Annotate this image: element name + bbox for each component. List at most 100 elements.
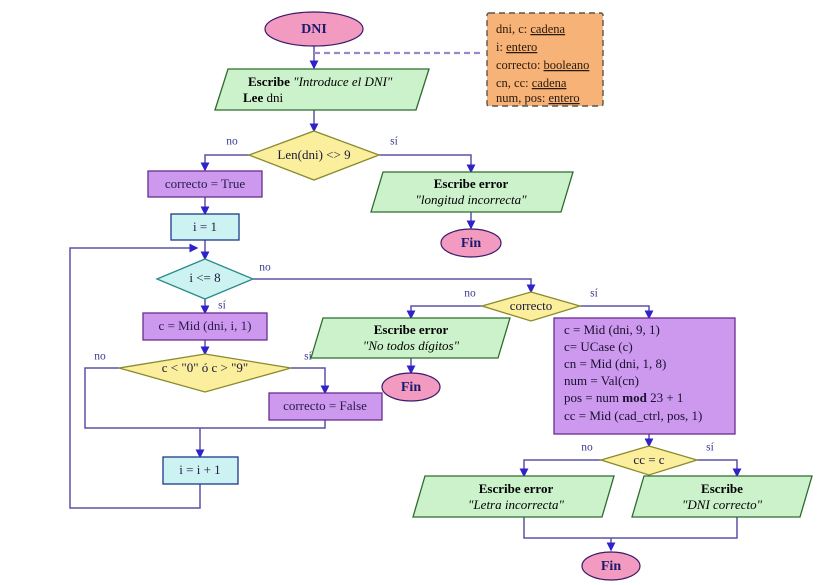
inc-i-label: i = i + 1 [179, 462, 220, 477]
len-check-shape [247, 130, 381, 181]
len-check-label: Len(dni) <> 9 [277, 147, 350, 162]
start-label: DNI [301, 22, 327, 37]
end-digits-label: Fin [401, 380, 421, 395]
node-set-correcto-false[interactable]: correcto = False [268, 392, 383, 421]
legend-3-plain: correcto: [496, 58, 544, 72]
legend-line-3: correcto: booleano [496, 58, 589, 72]
node-inc-i[interactable]: i = i + 1 [162, 456, 239, 485]
node-set-correcto-true[interactable]: correcto = True [147, 170, 263, 198]
legend-line-4: cn, cc: cadena [496, 76, 567, 90]
node-loop-check[interactable]: i <= 8 no sí [155, 258, 271, 312]
digit-check-label: c < "0" ó c > "9" [162, 360, 248, 375]
correcto-check-label: correcto [510, 298, 553, 313]
compute-letter-line-6: cc = Mid (cad_ctrl, pos, 1) [564, 408, 702, 423]
legend-line-1: dni, c: cadena [496, 22, 566, 36]
set-correcto-false-label: correcto = False [283, 398, 367, 413]
ok-dni-shape [631, 475, 813, 518]
err-digits-line1: Escribe error [374, 322, 449, 337]
read-dni-text1: "Introduce el DNI" [293, 74, 393, 89]
set-correcto-false-shape [268, 392, 383, 421]
edge-correctofalse-join [200, 420, 326, 429]
node-end-digits[interactable]: Fin [381, 372, 441, 402]
node-end-length[interactable]: Fin [440, 228, 502, 258]
node-compute-letter[interactable]: c = Mid (dni, 9, 1) c= UCase (c) cn = Mi… [553, 317, 736, 435]
err-length-line1: Escribe error [434, 176, 509, 191]
edge-digit-si [291, 367, 330, 395]
ok-dni-line1: Escribe [701, 481, 743, 496]
len-check-no-label: no [226, 136, 238, 148]
legend-4-type: cadena [532, 76, 567, 90]
edge-okdni-join [611, 517, 738, 539]
node-ok-dni[interactable]: Escribe "DNI correcto" [631, 475, 813, 518]
node-init-i[interactable]: i = 1 [170, 213, 240, 241]
legend-5-type: entero [548, 91, 579, 105]
legend-1-type: cadena [530, 22, 565, 36]
node-correcto-check[interactable]: correcto no sí [464, 288, 599, 322]
end-length-shape [440, 228, 502, 258]
digit-check-shape [118, 353, 292, 393]
legend-2-plain: i: [496, 40, 506, 54]
read-dni-kw1: Escribe [248, 74, 290, 89]
read-dni-shape [214, 68, 430, 111]
node-letter-check[interactable]: cc = c no sí [581, 442, 715, 476]
legend-3-type: booleano [544, 58, 590, 72]
node-err-letter[interactable]: Escribe error "Letra incorrecta" [412, 475, 615, 518]
end-digits-shape [381, 372, 441, 402]
edge-len-no [200, 154, 249, 172]
edge-correcto-no [406, 305, 482, 320]
legend-line-5: num, pos: entero [496, 91, 580, 105]
compute-letter-5-post: 23 + 1 [647, 390, 684, 405]
legend-2-type: entero [506, 40, 537, 54]
digit-check-no-label: no [94, 351, 106, 363]
loop-check-no-label: no [259, 262, 271, 274]
node-get-char[interactable]: c = Mid (dni, i, 1) [142, 312, 268, 341]
read-dni-kw2: Lee [243, 90, 263, 105]
digit-check-si-label: sí [304, 351, 312, 363]
compute-letter-line-2: c= UCase (c) [564, 339, 633, 354]
edge-len-si [379, 154, 476, 174]
set-correcto-true-shape [147, 170, 263, 198]
err-digits-shape [310, 317, 511, 359]
edge-loop-back [69, 243, 201, 509]
compute-letter-line-4: num = Val(cn) [564, 373, 639, 388]
letter-check-shape [598, 445, 700, 476]
compute-letter-5-pre: pos = num [564, 390, 622, 405]
edge-digit-no [84, 367, 200, 429]
loop-check-si-label: sí [218, 300, 226, 312]
set-correcto-true-label: correcto = True [165, 176, 245, 191]
err-length-shape [370, 171, 574, 213]
init-i-shape [170, 213, 240, 241]
compute-letter-shape [553, 317, 736, 435]
connectors [69, 45, 742, 552]
node-start[interactable]: DNI [264, 11, 364, 47]
start-terminal-shape [264, 11, 364, 47]
read-dni-line2: Lee dni [243, 90, 283, 105]
edge-correcto-si [580, 305, 654, 320]
node-err-digits[interactable]: Escribe error "No todos dígitos" [310, 317, 511, 359]
compute-letter-5-kw: mod [622, 390, 647, 405]
len-check-si-label: sí [390, 136, 398, 148]
err-digits-line2: "No todos dígitos" [363, 338, 460, 353]
correcto-check-no-label: no [464, 288, 476, 300]
node-len-check[interactable]: Len(dni) <> 9 no sí [226, 130, 399, 181]
node-read-dni[interactable]: Escribe "Introduce el DNI" Lee dni [214, 68, 430, 111]
letter-check-si-label: sí [706, 442, 714, 454]
edge-letter-no [519, 459, 601, 478]
end-final-shape [581, 551, 641, 581]
correcto-check-si-label: sí [590, 288, 598, 300]
end-length-label: Fin [461, 236, 481, 251]
node-digit-check[interactable]: c < "0" ó c > "9" no sí [94, 351, 313, 393]
err-letter-shape [412, 475, 615, 518]
edge-errletter-join [523, 517, 611, 539]
compute-letter-line-3: cn = Mid (dni, 1, 8) [564, 356, 666, 371]
node-end-final[interactable]: Fin [581, 551, 641, 581]
legend-4-plain: cn, cc: [496, 76, 532, 90]
edge-letter-si [697, 459, 742, 478]
end-final-label: Fin [601, 559, 621, 574]
node-err-length[interactable]: Escribe error "longitud incorrecta" [370, 171, 574, 213]
ok-dni-line2: "DNI correcto" [682, 497, 763, 512]
read-dni-line1: Escribe "Introduce el DNI" [248, 74, 393, 89]
legend-5-plain: num, pos: [496, 91, 548, 105]
err-length-line2: "longitud incorrecta" [415, 192, 527, 207]
